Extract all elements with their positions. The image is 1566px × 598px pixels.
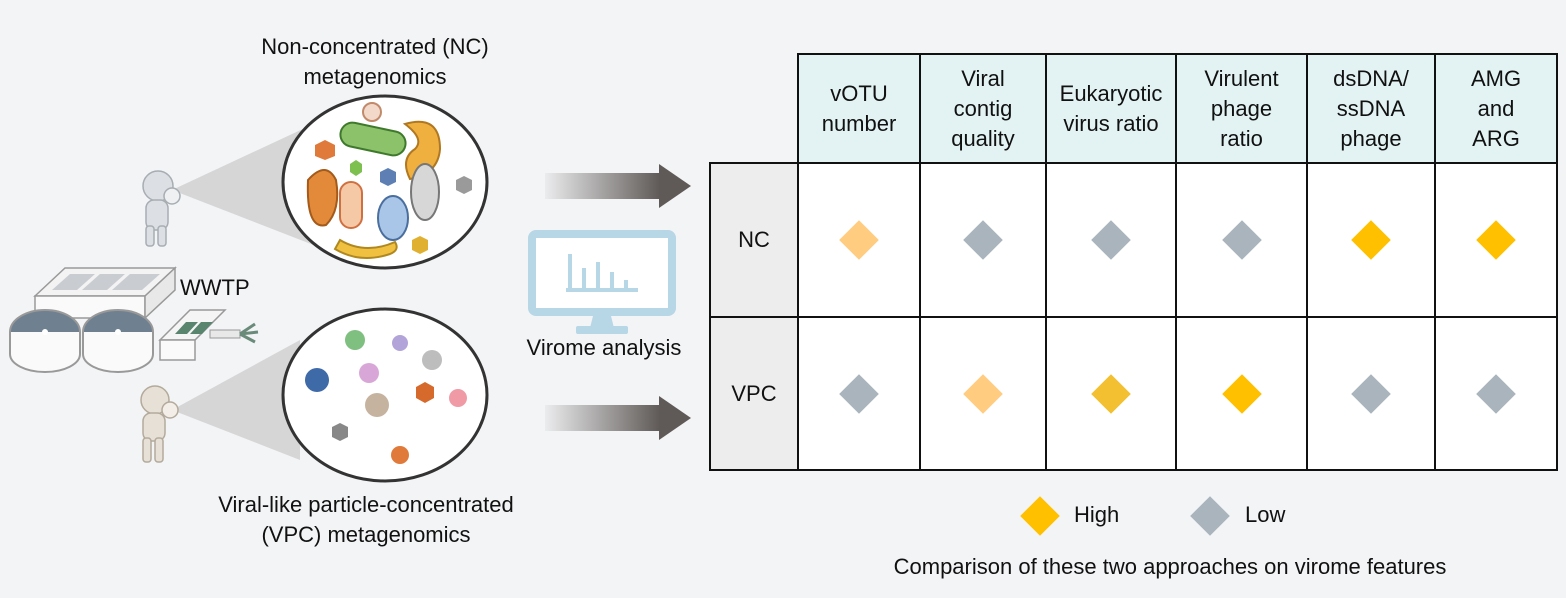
row-label-vpc: VPC xyxy=(709,316,799,471)
row-label-nc: NC xyxy=(709,162,799,318)
nc-title-line2: metagenomics xyxy=(303,64,447,89)
vpc-title: Viral-like particle-concentrated (VPC) m… xyxy=(180,490,552,550)
figure-caption: Comparison of these two approaches on vi… xyxy=(893,554,1447,579)
cell-vpc-virulent xyxy=(1175,316,1308,471)
legend-high-swatch xyxy=(1020,496,1060,536)
legend-high-label: High xyxy=(1074,502,1120,527)
level-diamond xyxy=(1351,220,1391,260)
level-diamond xyxy=(1476,220,1516,260)
cell-nc-amg xyxy=(1434,162,1558,318)
nc-title-line1: Non-concentrated (NC) xyxy=(261,34,489,59)
cell-nc-virulent xyxy=(1175,162,1308,318)
cell-nc-dsdna xyxy=(1306,162,1436,318)
cell-nc-eukaryotic xyxy=(1045,162,1177,318)
level-diamond xyxy=(1351,373,1391,414)
level-diamond xyxy=(1221,373,1262,414)
vpc-title-line1: Viral-like particle-concentrated xyxy=(218,492,514,517)
legend-low-label: Low xyxy=(1245,502,1286,527)
virome-analysis-label: Virome analysis xyxy=(526,335,682,360)
vpc-beam xyxy=(172,340,300,460)
cell-vpc-eukaryotic xyxy=(1045,316,1177,471)
level-diamond xyxy=(839,373,879,414)
wwtp-facility-icon xyxy=(9,266,259,373)
cell-nc-votu xyxy=(797,162,921,318)
level-diamond xyxy=(963,373,1003,414)
illustration-left xyxy=(9,94,489,483)
level-diamond xyxy=(1091,373,1131,414)
cell-nc-contig-quality xyxy=(919,162,1047,318)
wwtp-label: WWTP xyxy=(180,275,250,300)
level-diamond xyxy=(839,220,879,260)
table-corner xyxy=(709,53,799,164)
level-diamond xyxy=(1476,373,1516,414)
vpc-title-line2: (VPC) metagenomics xyxy=(261,522,471,547)
legend-low-swatch xyxy=(1190,496,1230,536)
cell-vpc-contig-quality xyxy=(919,316,1047,471)
level-diamond xyxy=(1221,220,1262,260)
nc-title: Non-concentrated (NC) metagenomics xyxy=(200,32,550,92)
monitor-chart-icon xyxy=(528,230,676,334)
vpc-observer-icon xyxy=(140,385,179,463)
level-diamond xyxy=(963,220,1003,260)
cell-vpc-votu xyxy=(797,316,921,471)
vpc-sample-circle xyxy=(281,307,489,483)
cell-vpc-amg xyxy=(1434,316,1558,471)
legend: High Low xyxy=(1018,496,1318,536)
cell-vpc-dsdna xyxy=(1306,316,1436,471)
nc-observer-icon xyxy=(142,170,181,247)
nc-sample-circle xyxy=(281,94,489,270)
level-diamond xyxy=(1091,220,1131,260)
